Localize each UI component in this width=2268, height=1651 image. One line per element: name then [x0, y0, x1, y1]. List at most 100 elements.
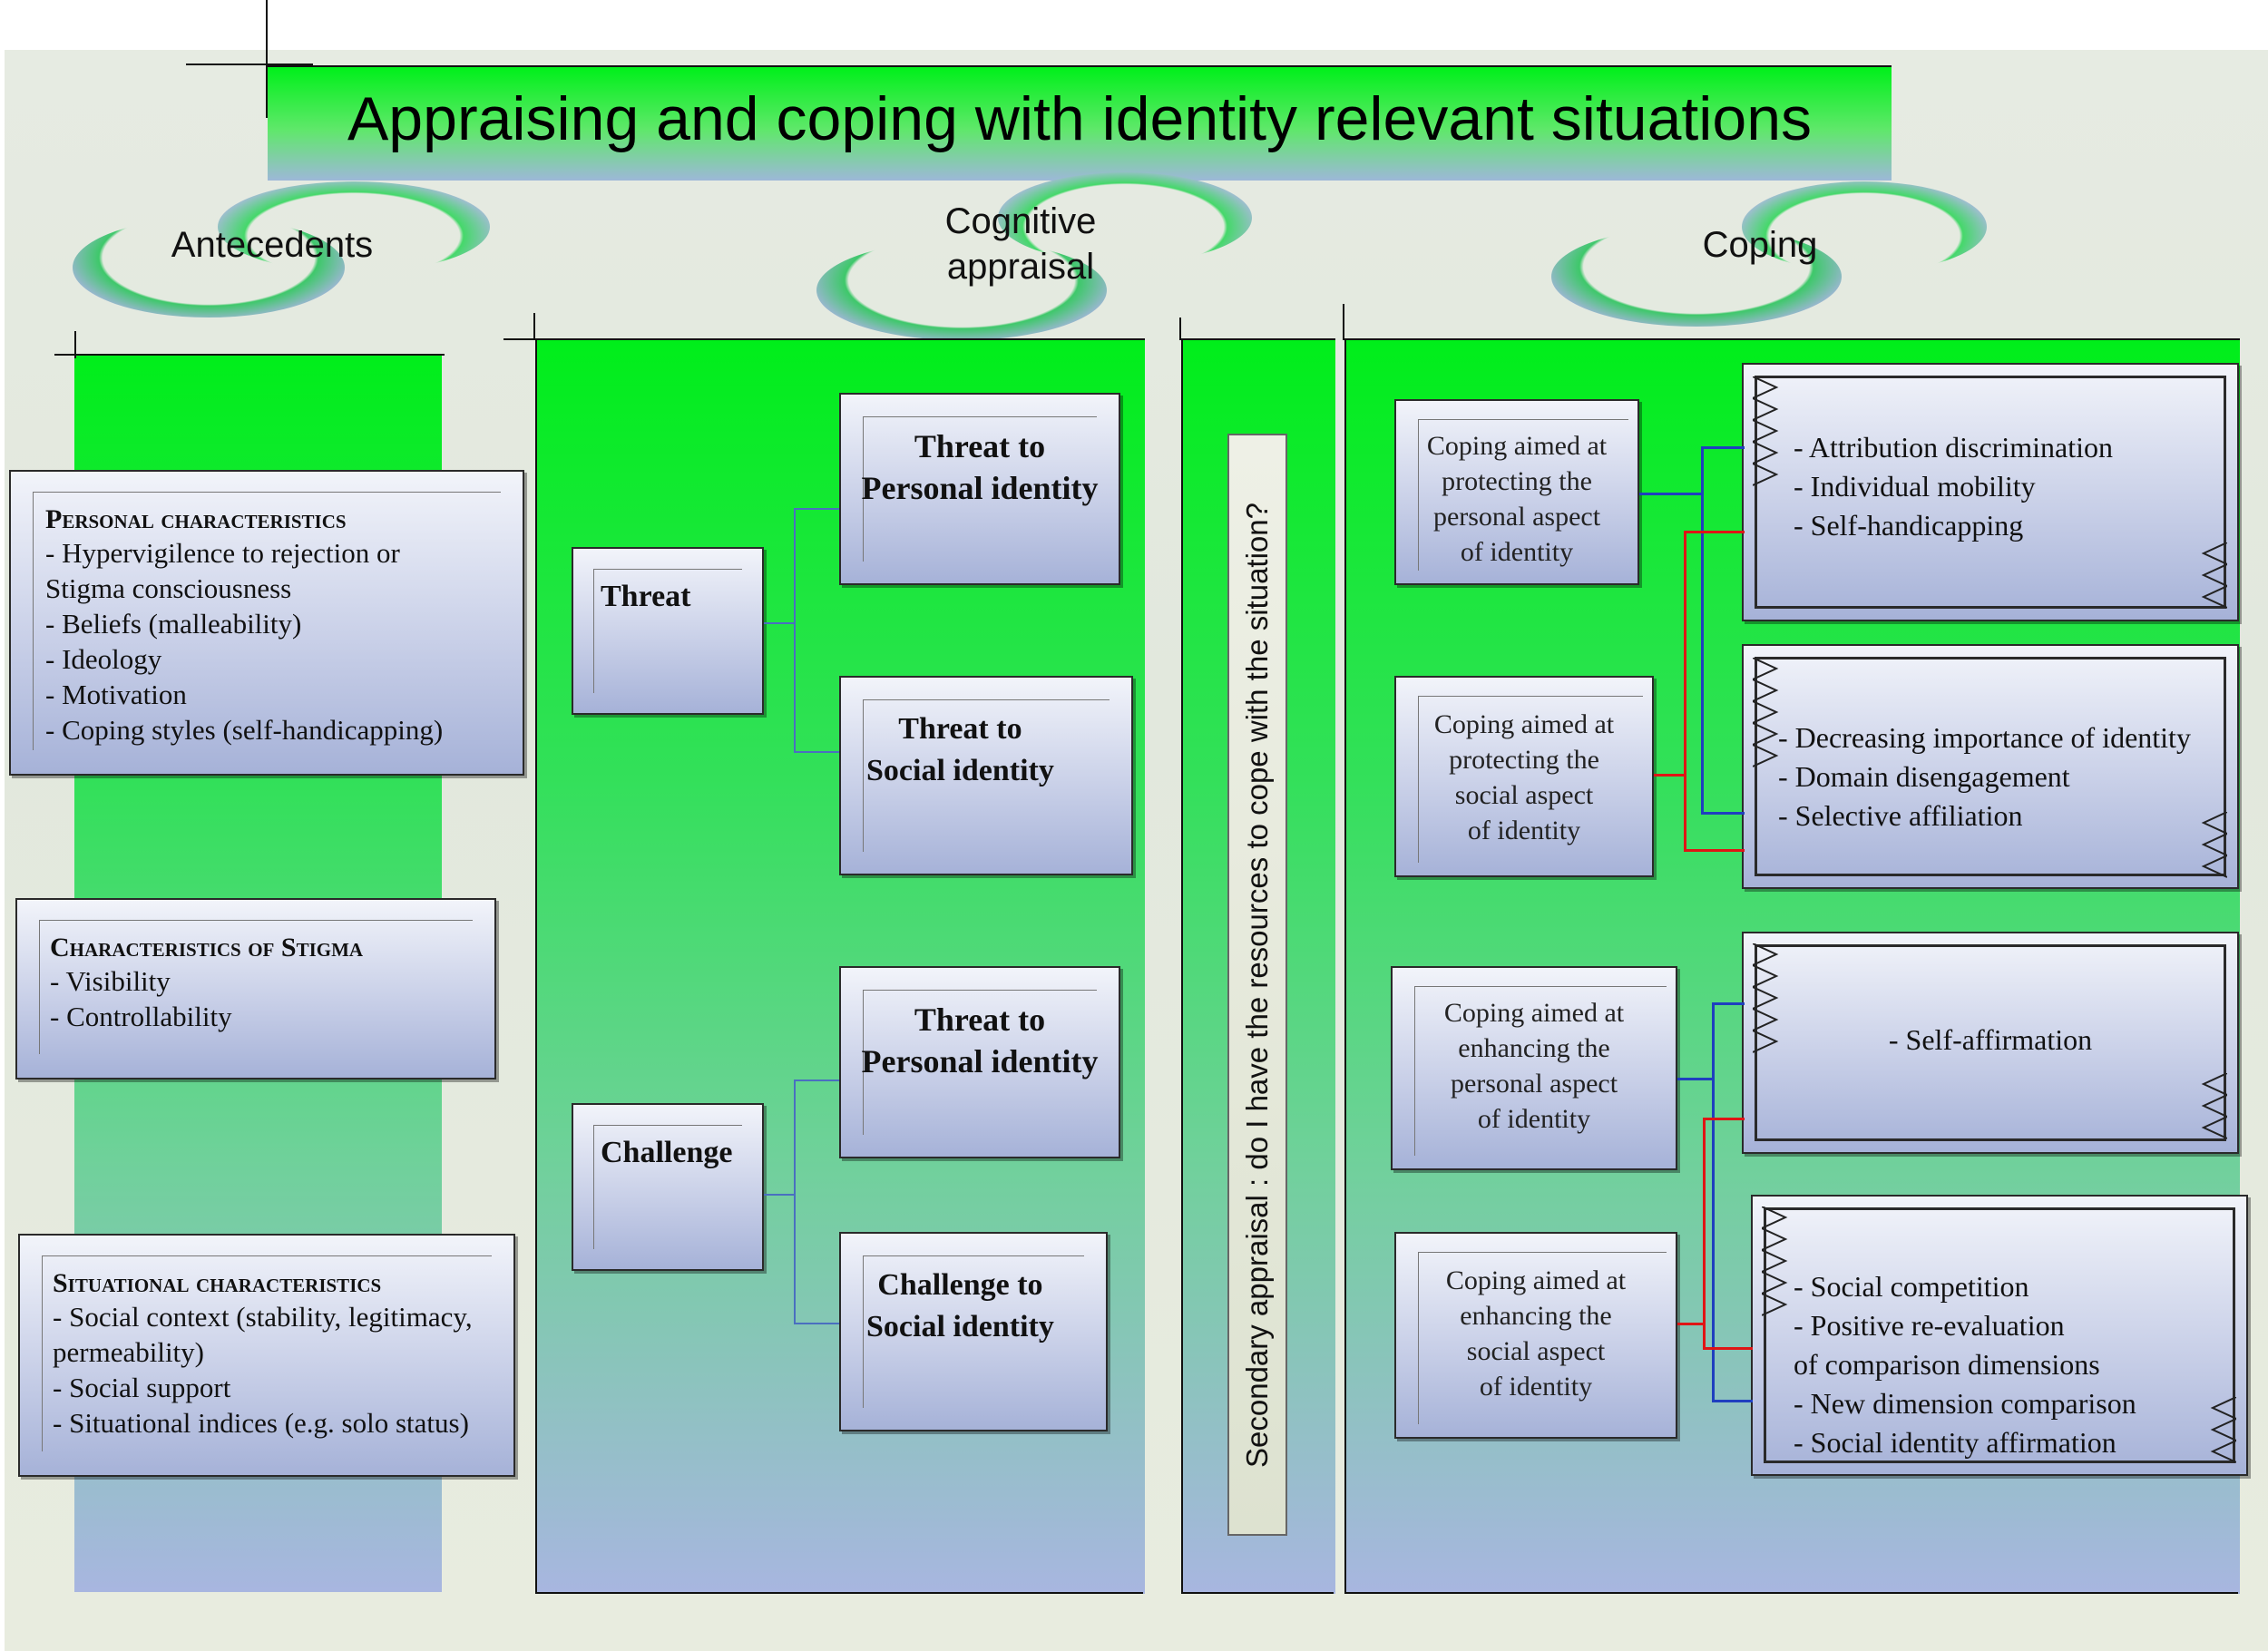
situational-characteristics-box: Situational characteristics - Social con…	[18, 1234, 515, 1477]
connector-line-blue	[1639, 493, 1703, 495]
box-inner-frame	[42, 1255, 492, 1451]
title-banner: Appraising and coping with identity rele…	[268, 65, 1892, 181]
corner-mark	[1343, 304, 1344, 340]
situational-line: - Social context (stability, legitimacy,	[53, 1301, 473, 1333]
zigzag-decoration	[1753, 376, 1779, 486]
personal-line: - Coping styles (self-handicapping)	[45, 714, 444, 746]
coping-aim-line: enhancing the	[1458, 1033, 1610, 1063]
connector-line-blue	[1677, 1078, 1714, 1080]
connector-line-blue	[1701, 812, 1745, 815]
personal-line: Stigma consciousness	[45, 572, 292, 604]
personal-line: - Motivation	[45, 679, 187, 710]
zigzag-decoration	[2210, 1397, 2236, 1463]
coping-aim-line: protecting the	[1442, 466, 1592, 496]
box-inner-frame	[863, 990, 1097, 1135]
box-inner-frame	[1418, 696, 1643, 863]
inner-frame	[1755, 376, 2226, 609]
page-title: Appraising and coping with identity rele…	[347, 84, 1813, 153]
strategy-line: - Social identity affirmation	[1794, 1426, 2116, 1459]
threat-label: Threat	[601, 580, 691, 613]
strategy-line: - Decreasing importance of identity	[1778, 721, 2191, 754]
connector-line	[794, 508, 839, 510]
strategy-line: - Domain disengagement	[1778, 760, 2070, 793]
threat-personal-identity-box: Threat to Personal identity	[839, 393, 1120, 585]
situational-heading: Situational characteristics	[53, 1268, 382, 1298]
box-inner-frame	[863, 416, 1097, 562]
box-inner-frame	[39, 920, 473, 1054]
connector-line-blue	[1712, 1002, 1715, 1402]
personal-heading: Personal characteristics	[45, 504, 347, 534]
inner-frame	[1755, 944, 2226, 1141]
connector-line	[794, 1080, 839, 1081]
situational-line: permeability)	[53, 1336, 204, 1368]
connector-line-blue	[1701, 446, 1745, 449]
box-inner-frame	[593, 569, 742, 693]
box-inner-frame	[1414, 986, 1667, 1156]
threat-social-line: Social identity	[866, 754, 1054, 787]
corner-mark	[1179, 318, 1181, 340]
strategy-line: - Individual mobility	[1794, 470, 2036, 503]
zigzag-decoration	[2201, 812, 2227, 878]
box-inner-frame	[1418, 1252, 1667, 1424]
threat-personal-line: Threat to	[914, 428, 1046, 464]
inner-frame	[1764, 1207, 2235, 1463]
box-inner-frame	[33, 492, 501, 750]
personal-line: - Hypervigilence to rejection or	[45, 537, 400, 569]
coping-aim-line: of identity	[1477, 1104, 1591, 1134]
connector-line-red	[1677, 1323, 1705, 1325]
strategy-line: - Selective affiliation	[1778, 799, 2023, 832]
stigma-line: - Visibility	[50, 965, 171, 997]
challenge-personal-line: Personal identity	[861, 1043, 1099, 1080]
strategies-box-3: - Self-affirmation	[1742, 932, 2239, 1154]
box-inner-frame	[863, 699, 1110, 852]
corner-mark	[186, 64, 313, 65]
threat-personal-line: Personal identity	[861, 470, 1099, 506]
personal-line: - Beliefs (malleability)	[45, 608, 302, 640]
coping-aim-line: personal aspect	[1450, 1069, 1618, 1099]
header-coping: Coping	[1702, 225, 1818, 265]
secondary-appraisal-bar: Secondary appraisal : do I have the reso…	[1227, 434, 1287, 1536]
coping-aim-protect-social-box: Coping aimed at protecting the social as…	[1394, 676, 1654, 877]
strategy-line: of comparison dimensions	[1794, 1348, 2100, 1381]
coping-aim-line: enhancing the	[1460, 1301, 1612, 1331]
corner-mark	[74, 331, 76, 358]
stigma-line: - Controllability	[50, 1001, 232, 1032]
connector-line	[794, 1080, 796, 1324]
connector-line-red	[1654, 774, 1686, 777]
header-appraisal: appraisal	[946, 247, 1095, 287]
personal-line: - Ideology	[45, 643, 162, 675]
connector-line-red	[1684, 531, 1686, 851]
challenge-social-line: Social identity	[866, 1310, 1054, 1343]
strategy-line: - Self-handicapping	[1794, 509, 2024, 542]
connector-line	[764, 622, 796, 624]
stigma-heading: Characteristics of Stigma	[50, 933, 364, 962]
corner-mark	[266, 0, 268, 118]
zigzag-decoration	[2201, 1073, 2227, 1139]
situational-line: - Social support	[53, 1372, 231, 1403]
corner-mark	[533, 313, 535, 340]
coping-aim-protect-personal-box: Coping aimed at protecting the personal …	[1394, 399, 1639, 585]
box-inner-frame	[863, 1255, 1084, 1408]
situational-line: - Situational indices (e.g. solo status)	[53, 1407, 469, 1439]
challenge-label: Challenge	[601, 1136, 733, 1169]
coping-aim-line: protecting the	[1449, 745, 1599, 775]
coping-aim-line: Coping aimed at	[1433, 709, 1615, 739]
zigzag-decoration	[2201, 542, 2227, 609]
connector-line	[764, 1194, 796, 1196]
connector-line	[794, 751, 839, 753]
connector-line-red	[1684, 849, 1745, 852]
coping-aim-line: of identity	[1460, 537, 1574, 567]
zigzag-decoration	[1753, 943, 1779, 1053]
coping-aim-line: social aspect	[1466, 1336, 1606, 1366]
challenge-box: Challenge	[572, 1103, 764, 1271]
challenge-social-line: Challenge to	[877, 1268, 1043, 1302]
corner-mark	[54, 354, 445, 356]
swirl-decoration	[1742, 181, 1987, 272]
threat-social-line: Threat to	[898, 712, 1022, 746]
threat-box: Threat	[572, 547, 764, 715]
swirl-decoration	[998, 172, 1252, 263]
coping-aim-line: personal aspect	[1432, 502, 1601, 532]
challenge-personal-identity-box: Threat to Personal identity	[839, 966, 1120, 1158]
connector-line-red	[1684, 531, 1745, 533]
